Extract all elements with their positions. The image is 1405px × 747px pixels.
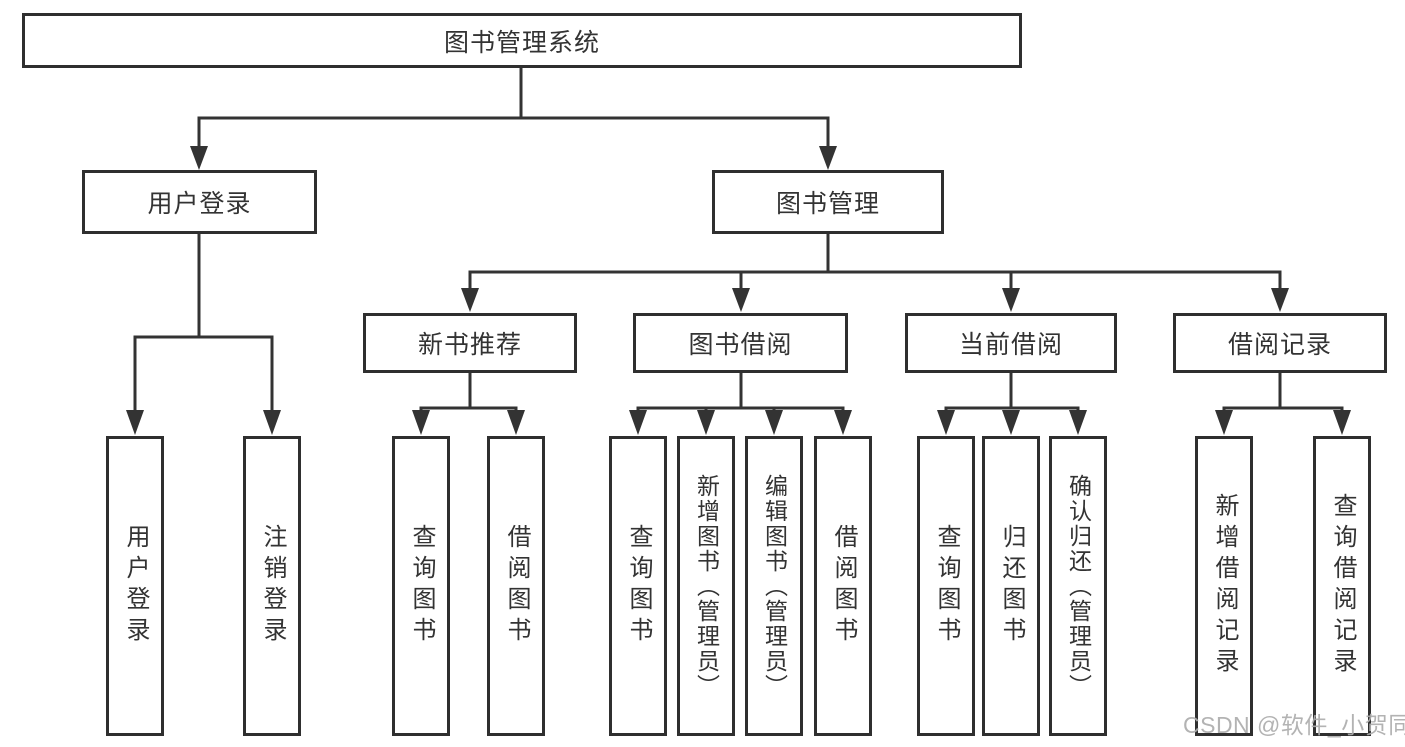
leaf-confirm-return-admin: 确认归还（管理员）: [1049, 436, 1107, 736]
leaf-label: 借阅图书: [503, 524, 530, 648]
node-label: 新书推荐: [417, 331, 522, 359]
node-book-borrowing: 图书借阅: [633, 313, 848, 373]
connector-records-to-leaves: [1215, 371, 1351, 435]
arrowhead: [697, 410, 715, 435]
arrowhead: [1271, 288, 1289, 312]
node-label: 图书借阅: [688, 331, 793, 359]
node-new-book-recommend: 新书推荐: [363, 313, 577, 373]
leaf-label: 查询图书: [933, 524, 960, 648]
leaf-label: 用户登录: [122, 524, 149, 648]
node-label: 图书管理系统: [443, 28, 600, 57]
arrowhead: [263, 410, 281, 435]
leaf-label: 编辑图书（管理员）: [761, 473, 788, 699]
leaf-label: 确认归还（管理员）: [1065, 473, 1092, 699]
leaf-label: 新增图书（管理员）: [693, 473, 720, 699]
arrowhead: [1215, 410, 1233, 435]
leaf-user-login: 用户登录: [106, 436, 164, 736]
node-label: 图书管理: [775, 190, 880, 218]
leaf-borrow-books-borrowing: 借阅图书: [814, 436, 872, 736]
arrowhead: [1333, 410, 1351, 435]
node-label: 用户登录: [147, 190, 252, 218]
arrowhead: [1002, 288, 1020, 312]
leaf-query-books-current: 查询图书: [917, 436, 975, 736]
arrowhead: [190, 146, 208, 170]
node-label: 当前借阅: [958, 331, 1063, 359]
node-user-login-branch: 用户登录: [82, 170, 317, 234]
node-library-management-system: 图书管理系统: [22, 13, 1022, 68]
connector-newbook-to-leaves: [412, 371, 525, 435]
leaf-label: 查询图书: [408, 524, 435, 648]
leaf-label: 归还图书: [998, 524, 1025, 648]
connector-book-mgmt-to-level3: [461, 232, 1289, 312]
node-current-borrowing: 当前借阅: [905, 313, 1117, 373]
watermark: CSDN @软件_小贺同学: [1183, 712, 1405, 738]
leaf-query-books-borrowing: 查询图书: [609, 436, 667, 736]
leaf-logout: 注销登录: [243, 436, 301, 736]
arrowhead: [412, 410, 430, 435]
arrowhead: [507, 410, 525, 435]
arrowhead: [819, 146, 837, 170]
leaf-label: 新增借阅记录: [1211, 493, 1238, 679]
connector-user-login-to-leaves: [126, 232, 281, 435]
leaf-add-borrow-record: 新增借阅记录: [1195, 436, 1253, 736]
connector-currentborrow-to-leaves: [937, 371, 1087, 435]
arrowhead: [1002, 410, 1020, 435]
arrowhead: [765, 410, 783, 435]
leaf-label: 注销登录: [259, 524, 286, 648]
arrowhead: [1069, 410, 1087, 435]
leaf-label: 查询图书: [625, 524, 652, 648]
node-book-management-branch: 图书管理: [712, 170, 944, 234]
leaf-query-borrow-record: 查询借阅记录: [1313, 436, 1371, 736]
arrowhead: [937, 410, 955, 435]
leaf-add-book-admin: 新增图书（管理员）: [677, 436, 735, 736]
arrowhead: [834, 410, 852, 435]
connector-bookborrow-to-leaves: [629, 371, 852, 435]
node-borrow-records: 借阅记录: [1173, 313, 1387, 373]
arrowhead: [629, 410, 647, 435]
leaf-label: 查询借阅记录: [1329, 493, 1356, 679]
arrowhead: [461, 288, 479, 312]
leaf-label: 借阅图书: [830, 524, 857, 648]
connector-root-to-level2: [190, 66, 837, 170]
leaf-return-book: 归还图书: [982, 436, 1040, 736]
leaf-edit-book-admin: 编辑图书（管理员）: [745, 436, 803, 736]
leaf-borrow-books-recommend: 借阅图书: [487, 436, 545, 736]
leaf-query-books-recommend: 查询图书: [392, 436, 450, 736]
arrowhead: [126, 410, 144, 435]
arrowhead: [732, 288, 750, 312]
node-label: 借阅记录: [1227, 331, 1332, 359]
